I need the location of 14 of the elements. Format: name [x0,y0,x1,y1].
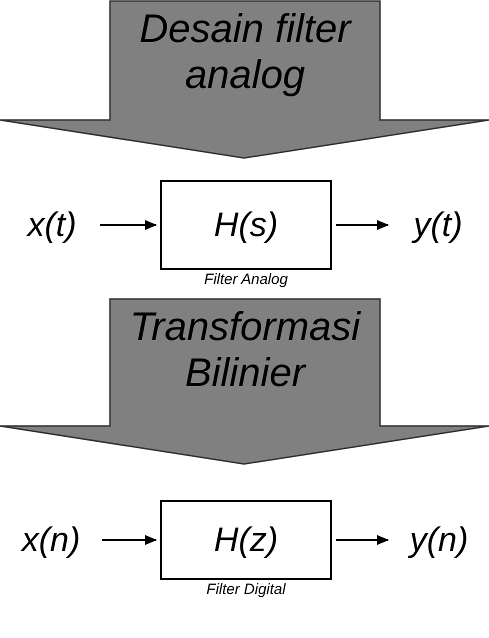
arrow-label: Transformasi Bilinier [128,304,362,396]
signal-label: y(t) [413,205,463,245]
arrow [336,535,389,545]
arrow [100,220,157,230]
block-caption: Filter Analog [204,271,288,289]
arrow [102,535,157,545]
signal-label: x(n) [22,520,80,560]
transfer-function: H(s) [214,205,278,245]
signal-label: x(t) [27,205,77,245]
signal-label: y(n) [410,520,468,560]
transfer-function: H(z) [214,520,278,560]
arrow [336,220,389,230]
block-caption: Filter Digital [206,581,286,599]
arrow-label: Desain filter analog [138,6,353,98]
